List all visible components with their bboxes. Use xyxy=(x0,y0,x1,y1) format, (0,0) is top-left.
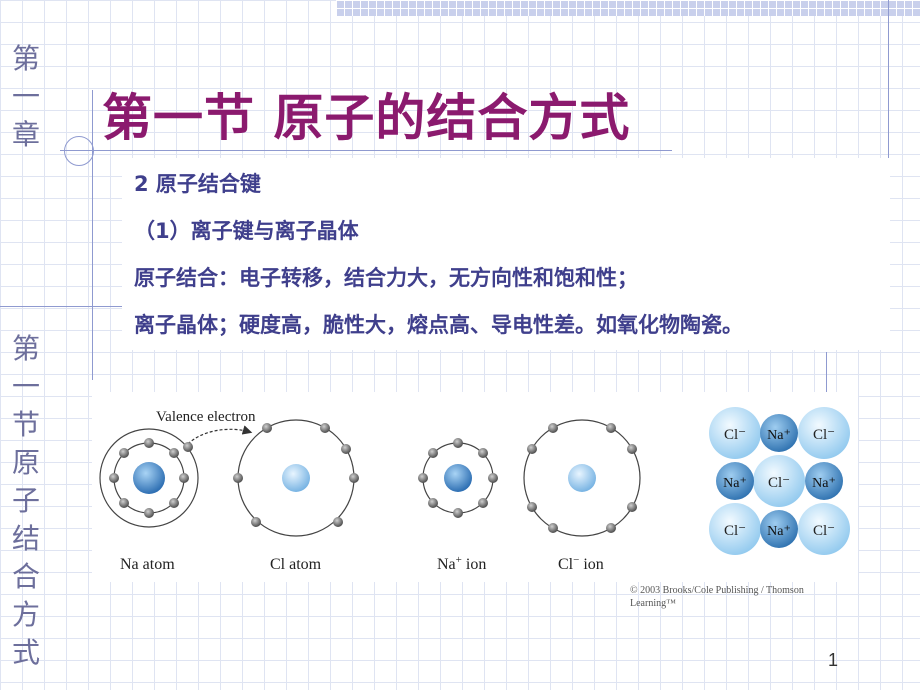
lattice-label: Na⁺ xyxy=(812,476,836,491)
page-title: 第一节 原子的结合方式 xyxy=(102,89,631,147)
lattice-label: Cl⁻ xyxy=(724,427,746,443)
cl-ion xyxy=(523,419,641,537)
top-decorative-bar xyxy=(336,0,920,16)
section-label: 第 一 节 原 子 结 合 方 式 xyxy=(11,332,40,669)
na-ion xyxy=(418,438,498,518)
image-credit: © 2003 Brooks/Cole Publishing / Thomson … xyxy=(630,585,804,609)
content-line-bonding: 原子结合：电子转移，结合力大，无方向性和饱和性； xyxy=(134,266,638,290)
page-number: 1 xyxy=(828,650,839,670)
right-vertical-line-lower xyxy=(826,352,827,394)
valence-arrow xyxy=(187,425,253,445)
side-divider-line xyxy=(0,306,122,307)
cl-atom xyxy=(233,419,359,537)
valence-electron-label: Valence electron xyxy=(156,409,256,425)
lattice-label: Na⁺ xyxy=(723,476,747,491)
na-atom xyxy=(99,428,199,528)
left-vertical-line xyxy=(92,90,93,380)
right-vertical-line xyxy=(888,0,889,236)
content-line-crystal: 离子晶体；硬度高，脆性大，熔点高、导电性差。如氧化物陶瓷。 xyxy=(134,313,743,337)
decorative-circle xyxy=(64,136,94,166)
nacl-lattice: Cl⁻ Na⁺ Cl⁻ Na⁺ Cl⁻ Na⁺ Cl⁻ Na⁺ Cl⁻ xyxy=(709,407,850,555)
lattice-label: Na⁺ xyxy=(767,524,791,539)
caption-cl-atom: Cl atom xyxy=(270,556,322,573)
lattice-label: Cl⁻ xyxy=(813,427,835,443)
chapter-label: 第 一 章 xyxy=(11,42,40,151)
content-line-subheading: （1）离子键与离子晶体 xyxy=(134,219,359,243)
ionic-bond-figure: Valence electron xyxy=(92,392,858,582)
lattice-label: Cl⁻ xyxy=(813,523,835,539)
caption-cl-ion: Cl− ion xyxy=(558,554,604,573)
caption-na-ion: Na+ ion xyxy=(437,554,486,573)
ionic-bond-illustration: Valence electron xyxy=(99,407,850,573)
lattice-label: Na⁺ xyxy=(767,428,791,443)
caption-na-atom: Na atom xyxy=(120,556,175,573)
lattice-label: Cl⁻ xyxy=(724,523,746,539)
content-box: 2 原子结合键 （1）离子键与离子晶体 原子结合：电子转移，结合力大，无方向性和… xyxy=(122,158,890,350)
title-underline xyxy=(60,150,672,151)
content-line-heading: 2 原子结合键 xyxy=(134,172,261,196)
lattice-label: Cl⁻ xyxy=(768,475,790,491)
